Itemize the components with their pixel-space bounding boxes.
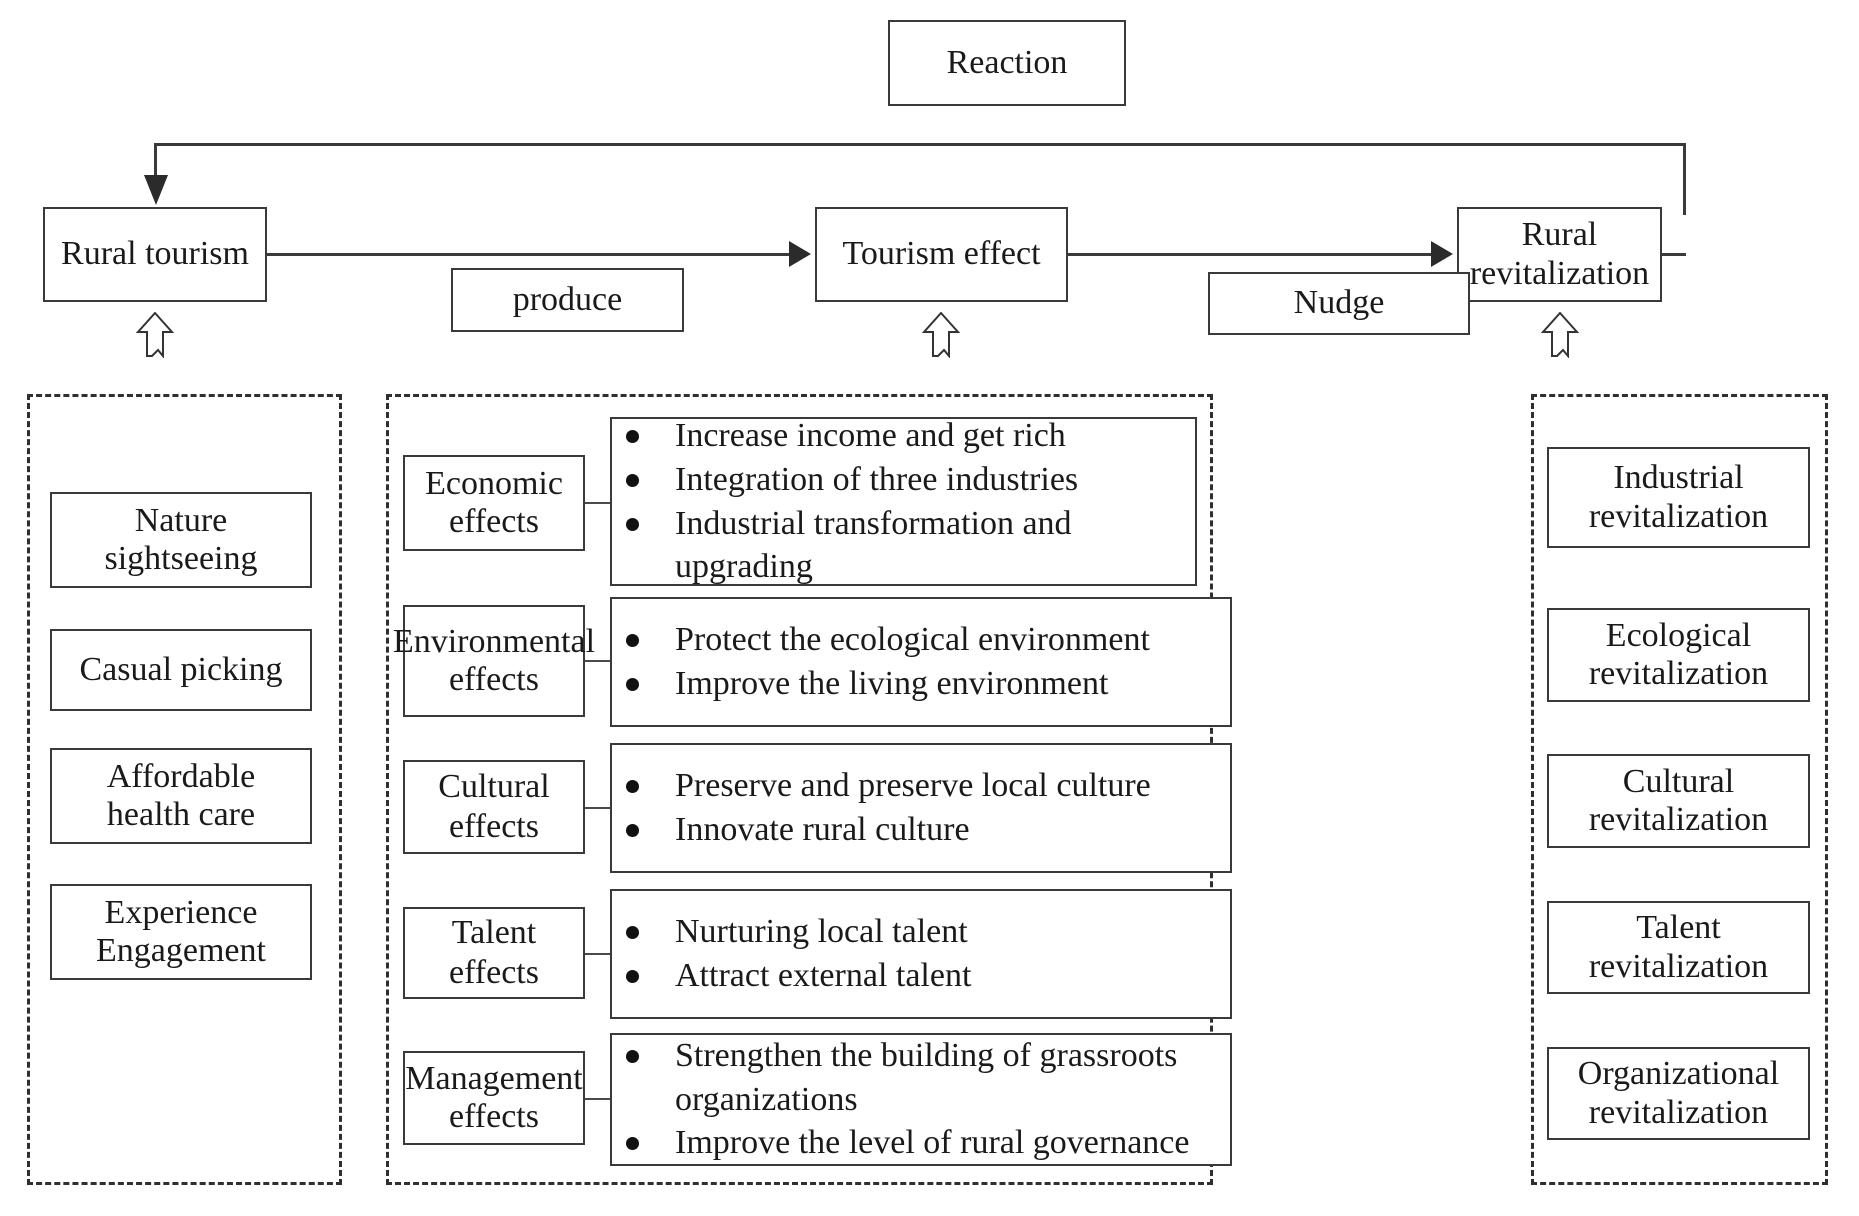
connector-4 bbox=[585, 1098, 610, 1100]
effect-bullets-0: Increase income and get rich Integration… bbox=[610, 417, 1197, 586]
right-item-1[interactable]: Ecological revitalization bbox=[1547, 608, 1810, 702]
effect-category-0[interactable]: Economic effects bbox=[403, 455, 585, 551]
effect-category-0-label: Economic effects bbox=[425, 464, 563, 540]
effect-category-1-label: Environmental effects bbox=[392, 622, 596, 698]
right-group-container bbox=[1531, 394, 1828, 1185]
right-item-3-label: Talent revitalization bbox=[1588, 909, 1769, 985]
effect-category-3[interactable]: Talent effects bbox=[403, 907, 585, 999]
effect-bullets-2: Preserve and preserve local culture Inno… bbox=[610, 743, 1232, 873]
right-item-2-label: Cultural revitalization bbox=[1588, 762, 1769, 838]
effect-category-2-label: Cultural effects bbox=[438, 767, 550, 845]
right-item-3[interactable]: Talent revitalization bbox=[1547, 901, 1810, 994]
connector-3 bbox=[585, 953, 610, 955]
bullet-item: Improve the level of rural governance bbox=[626, 1121, 1220, 1165]
bullet-item: Strengthen the building of grassroots or… bbox=[626, 1034, 1220, 1121]
left-item-0[interactable]: Nature sightseeing bbox=[50, 492, 312, 588]
bullet-dot-icon bbox=[626, 926, 639, 940]
node-reaction[interactable]: Reaction bbox=[888, 20, 1126, 106]
connector-0 bbox=[585, 502, 610, 504]
edge-label-nudge-text: Nudge bbox=[1293, 284, 1385, 322]
effect-category-2[interactable]: Cultural effects bbox=[403, 760, 585, 854]
feedback-line-left bbox=[154, 143, 157, 188]
bullet-text: Improve the level of rural governance bbox=[675, 1124, 1190, 1162]
bullet-dot-icon bbox=[626, 678, 639, 691]
left-item-3-label: Experience Engagement bbox=[96, 893, 266, 969]
node-rural-revitalization-label: Rural revitalization bbox=[1469, 216, 1650, 292]
connector-2 bbox=[585, 807, 610, 809]
left-item-2-label: Affordable health care bbox=[106, 757, 256, 833]
right-item-0[interactable]: Industrial revitalization bbox=[1547, 447, 1810, 548]
edge-arrow-head-1-icon bbox=[789, 241, 811, 267]
bullet-text: Industrial transformation and upgrading bbox=[675, 504, 1072, 586]
node-reaction-label: Reaction bbox=[946, 43, 1068, 81]
bullet-item: Protect the ecological environment bbox=[626, 618, 1220, 662]
effect-category-4[interactable]: Management effects bbox=[403, 1051, 585, 1145]
bullet-text: Integration of three industries bbox=[675, 460, 1079, 498]
bullet-dot-icon bbox=[626, 634, 639, 648]
bullet-dot-icon bbox=[626, 473, 639, 487]
effect-bullets-1: Protect the ecological environment Impro… bbox=[610, 597, 1232, 727]
bullet-dot-icon bbox=[626, 970, 639, 983]
right-item-4[interactable]: Organizational revitalization bbox=[1547, 1047, 1810, 1140]
hollow-up-arrow-left-icon bbox=[136, 312, 174, 358]
left-item-1-label: Casual picking bbox=[79, 650, 283, 688]
bullet-item: Increase income and get rich bbox=[626, 414, 1185, 458]
effect-bullets-3: Nurturing local talent Attract external … bbox=[610, 889, 1232, 1019]
right-item-0-label: Industrial revitalization bbox=[1588, 459, 1769, 535]
bullet-text: Improve the living environment bbox=[675, 665, 1109, 702]
edge-label-produce-text: produce bbox=[512, 280, 623, 318]
bullet-item: Integration of three industries bbox=[626, 458, 1185, 502]
right-item-4-label: Organizational revitalization bbox=[1577, 1055, 1780, 1131]
edge-tourism-to-effect bbox=[267, 253, 789, 256]
left-group-container bbox=[27, 394, 342, 1185]
bullet-item: Nurturing local talent bbox=[626, 910, 1220, 954]
node-rural-tourism-label: Rural tourism bbox=[61, 235, 249, 273]
bullet-text: Preserve and preserve local culture bbox=[675, 767, 1151, 805]
feedback-arrow-head-icon bbox=[144, 175, 168, 205]
node-tourism-effect[interactable]: Tourism effect bbox=[815, 207, 1068, 302]
bullet-text: Protect the ecological environment bbox=[675, 621, 1150, 659]
bullet-text: Attract external talent bbox=[675, 957, 972, 994]
effect-category-1[interactable]: Environmental effects bbox=[393, 605, 595, 717]
bullet-item: Innovate rural culture bbox=[626, 808, 1220, 852]
bullet-item: Improve the living environment bbox=[626, 662, 1220, 706]
bullet-dot-icon bbox=[626, 517, 639, 531]
effect-category-4-label: Management effects bbox=[405, 1059, 583, 1135]
feedback-line-stub bbox=[1662, 253, 1686, 256]
left-item-1[interactable]: Casual picking bbox=[50, 629, 312, 711]
edge-label-nudge[interactable]: Nudge bbox=[1208, 272, 1470, 335]
bullet-dot-icon bbox=[626, 824, 639, 837]
bullet-dot-icon bbox=[626, 780, 639, 794]
node-tourism-effect-label: Tourism effect bbox=[842, 235, 1041, 273]
bullet-dot-icon bbox=[626, 1137, 639, 1151]
left-item-2[interactable]: Affordable health care bbox=[50, 748, 312, 844]
bullet-text: Innovate rural culture bbox=[675, 811, 970, 848]
left-item-0-label: Nature sightseeing bbox=[104, 501, 258, 577]
feedback-line-top bbox=[154, 143, 1686, 146]
node-rural-revitalization[interactable]: Rural revitalization bbox=[1457, 207, 1662, 302]
bullet-dot-icon bbox=[626, 1050, 639, 1064]
left-item-3[interactable]: Experience Engagement bbox=[50, 884, 312, 980]
edge-label-produce[interactable]: produce bbox=[451, 268, 684, 332]
effect-category-3-label: Talent effects bbox=[449, 913, 539, 991]
effect-bullets-4: Strengthen the building of grassroots or… bbox=[610, 1033, 1232, 1166]
bullet-text: Strengthen the building of grassroots or… bbox=[675, 1037, 1178, 1118]
edge-arrow-head-2-icon bbox=[1431, 241, 1453, 267]
feedback-line-right bbox=[1683, 143, 1686, 215]
right-item-2[interactable]: Cultural revitalization bbox=[1547, 754, 1810, 848]
bullet-item: Industrial transformation and upgrading bbox=[626, 502, 1185, 589]
bullet-text: Nurturing local talent bbox=[675, 913, 968, 951]
bullet-item: Preserve and preserve local culture bbox=[626, 764, 1220, 808]
bullet-text: Increase income and get rich bbox=[675, 417, 1066, 455]
bullet-dot-icon bbox=[626, 430, 639, 444]
hollow-up-arrow-right-icon bbox=[1541, 312, 1579, 358]
right-item-1-label: Ecological revitalization bbox=[1588, 616, 1769, 692]
node-rural-tourism[interactable]: Rural tourism bbox=[43, 207, 267, 302]
connector-1 bbox=[585, 660, 610, 662]
edge-effect-to-revitalization bbox=[1068, 253, 1431, 256]
bullet-item: Attract external talent bbox=[626, 954, 1220, 998]
hollow-up-arrow-middle-icon bbox=[922, 312, 960, 358]
